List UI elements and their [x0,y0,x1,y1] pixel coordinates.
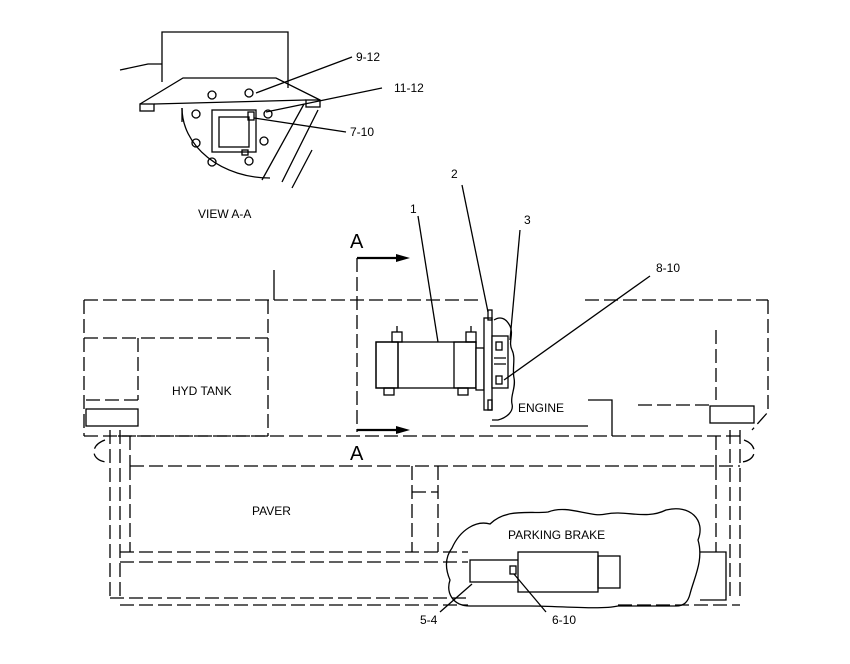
callout-6-10: 6-10 [552,613,576,627]
leader-8-10 [503,275,651,381]
leader-9-12 [255,56,353,94]
label-hyd-tank: HYD TANK [172,384,232,398]
callout-8-10: 8-10 [656,261,680,275]
callout-2: 2 [451,167,458,181]
arrow-head-top [396,254,410,262]
parking-brake-assembly: PARKING BRAKE 5-4 6-10 [420,508,727,627]
callout-11-12: 11-12 [394,81,424,95]
callout-5-4: 5-4 [420,613,438,627]
label-paver: PAVER [252,504,291,518]
hyd-tank-pad [85,408,139,427]
brake-cutaway [445,508,701,609]
view-title: VIEW A-A [198,207,251,221]
label-engine: ENGINE [518,401,564,415]
right-pad [709,405,755,424]
view-a-a-detail: 9-12 11-12 7-10 VIEW A-A [119,31,424,221]
mounting-plate [139,77,321,105]
leader-5-4 [439,583,473,613]
callout-1: 1 [410,202,417,216]
brake-housing [517,551,599,593]
machine-frame: HYD TANK PAVER [83,270,769,606]
section-line-a-a: A A [350,231,410,465]
flange-outline [181,107,271,179]
brake-shaft [469,559,521,583]
center-block [211,109,257,153]
leader-1 [417,215,439,343]
label-parking-brake: PARKING BRAKE [508,528,605,542]
pump-body [375,341,477,389]
section-mark-bottom: A [350,443,364,465]
callout-3: 3 [524,213,531,227]
callout-7-10: 7-10 [350,125,374,139]
bolt-holes [191,88,273,167]
adapter-plate [483,317,493,411]
section-mark-top: A [350,231,364,253]
leader-6-10 [513,573,547,613]
leader-11-12 [265,87,383,113]
callout-9-12: 9-12 [356,50,380,64]
housing-box [161,31,289,88]
engine-bay-break [492,317,516,421]
pump-assembly: ENGINE 1 2 3 8-10 [375,167,680,436]
flange [491,335,509,389]
leader-3 [509,229,521,341]
leader-2 [461,184,489,313]
leader-7-10 [253,117,347,133]
arrow-head-bottom [396,426,410,434]
